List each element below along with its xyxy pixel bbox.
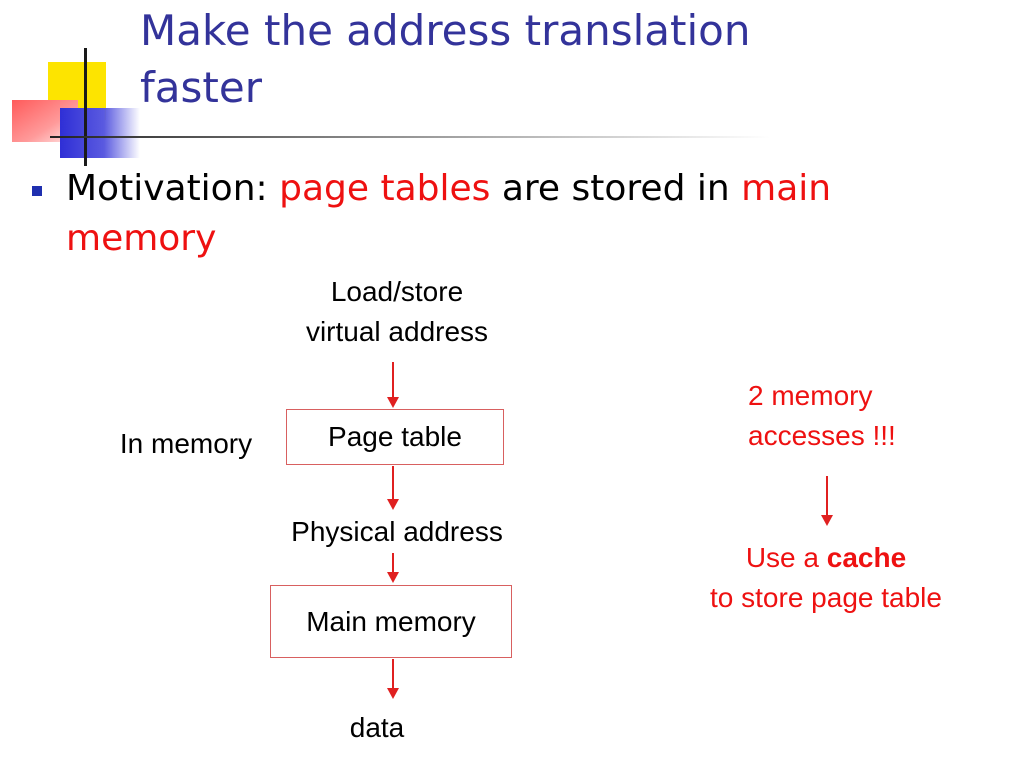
memory-accesses-note-line2: accesses !!!: [748, 420, 896, 451]
in-memory-label: In memory: [119, 428, 253, 459]
cache-solution-note: Use a cache to store page table: [666, 538, 986, 618]
decor-vertical-line: [84, 48, 87, 166]
main-memory-box: Main memory: [270, 585, 512, 658]
bullet-highlight-main: main: [741, 168, 832, 209]
slide-title-line1: Make the address translation: [140, 6, 751, 55]
page-table-box: Page table: [286, 409, 504, 465]
bullet-prefix: Motivation:: [66, 168, 280, 209]
bullet-highlight-memory: memory: [66, 218, 217, 259]
cache-keyword: cache: [826, 542, 907, 573]
memory-accesses-note: 2 memory accesses !!!: [748, 376, 988, 456]
virtual-address-label: Load/store virtual address: [247, 272, 547, 352]
arrow-to-data: [387, 659, 399, 699]
arrow-to-main-memory: [387, 553, 399, 583]
memory-accesses-note-line1: 2 memory: [748, 380, 873, 411]
slide-title: Make the address translation faster: [140, 2, 1000, 116]
bullet-square-icon: [32, 186, 42, 196]
arrow-to-solution: [821, 476, 833, 526]
bullet-highlight-page-tables: page tables: [279, 168, 491, 209]
virtual-address-label-line1: Load/store: [330, 276, 464, 307]
arrow-to-page-table: [387, 362, 399, 408]
title-underline: [50, 136, 770, 138]
data-label: data: [349, 712, 405, 743]
cache-solution-line1: Use a cache: [666, 538, 986, 578]
bullet-middle: are stored in: [490, 168, 742, 209]
cache-solution-prefix: Use a: [745, 542, 827, 573]
cache-solution-line2: to store page table: [710, 582, 942, 613]
arrow-to-physical-address: [387, 466, 399, 510]
decor-blue-square: [60, 108, 140, 158]
slide-title-line2: faster: [140, 63, 262, 112]
motivation-bullet: Motivation: page tables are stored in ma…: [66, 164, 966, 264]
physical-address-label: Physical address: [291, 516, 503, 547]
virtual-address-label-line2: virtual address: [305, 316, 489, 347]
